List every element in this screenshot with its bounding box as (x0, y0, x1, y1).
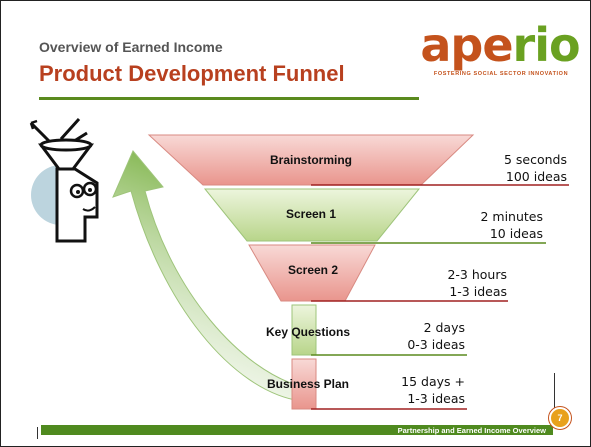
stat-business-plan: 15 days + 1-3 ideas (361, 373, 465, 407)
stage-label-screen2: Screen 2 (287, 263, 339, 277)
logo-word-part-b: rio (512, 18, 581, 72)
curved-arrow-icon (112, 150, 304, 402)
aperio-logo: aperio FOSTERING SOCIAL SECTOR INNOVATIO… (415, 19, 585, 89)
stat-time: 5 seconds (503, 152, 567, 167)
stage-label-business-plan: Business Plan (266, 377, 350, 391)
stat-screen1: 2 minutes 10 ideas (421, 208, 543, 242)
slide-subtitle: Overview of Earned Income (39, 39, 223, 55)
footer-divider (554, 373, 555, 413)
slide-title: Product Development Funnel (39, 61, 345, 86)
stat-ideas: 1-3 ideas (407, 391, 465, 406)
title-underline (39, 97, 419, 100)
funnel-stage-business-plan (291, 358, 317, 410)
stat-screen2: 2-3 hours 1-3 ideas (391, 266, 507, 300)
stat-ideas: 0-3 ideas (407, 337, 465, 352)
funnel-head-clipart-icon (29, 117, 99, 243)
footer-bar (41, 425, 553, 435)
stat-time: 2-3 hours (447, 267, 507, 282)
footer-text: Partnership and Earned Income Overview (397, 426, 546, 435)
stat-time: 15 days + (401, 374, 465, 389)
stat-ideas: 1-3 ideas (449, 284, 507, 299)
stage-label-key-questions: Key Questions (265, 325, 351, 339)
stage-label-screen1: Screen 1 (285, 207, 337, 221)
footer-left-mark (37, 427, 38, 439)
stat-time: 2 minutes (480, 209, 543, 224)
logo-tagline: FOSTERING SOCIAL SECTOR INNOVATION (433, 71, 569, 77)
stat-ideas: 10 ideas (489, 226, 543, 241)
stat-brainstorming: 5 seconds 100 ideas (441, 151, 567, 185)
page-number-badge: 7 (549, 407, 571, 429)
logo-word-part-a: ape (420, 18, 513, 72)
stat-time: 2 days (423, 320, 465, 335)
funnel-stage-key-questions (291, 304, 317, 356)
stat-key-questions: 2 days 0-3 ideas (361, 319, 465, 353)
funnel-stage-screen1 (203, 188, 421, 242)
stat-ideas: 100 ideas (505, 169, 567, 184)
stage-label-brainstorming: Brainstorming (269, 153, 352, 167)
logo-wordmark: aperio (415, 19, 585, 71)
